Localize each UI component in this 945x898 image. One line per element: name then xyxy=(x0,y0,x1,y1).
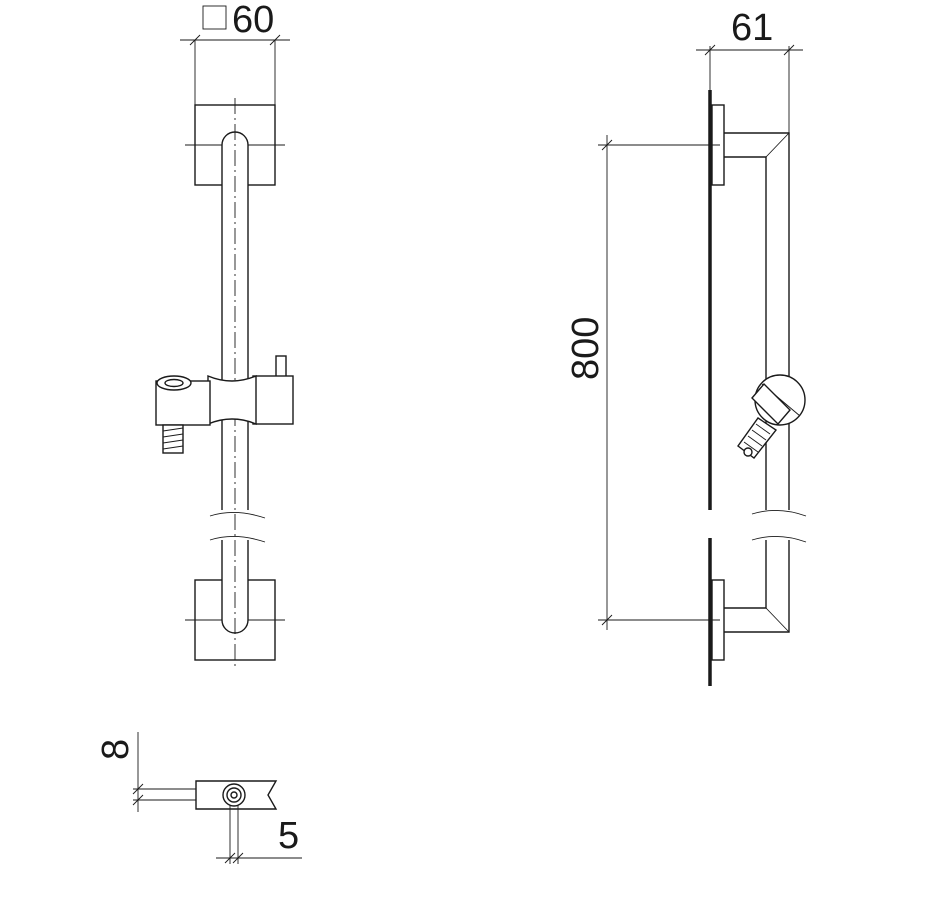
dimension-depth-side: 61 xyxy=(696,7,803,135)
break-marks-front xyxy=(209,512,266,543)
length-label: 800 xyxy=(565,317,607,380)
dimension-tilt-bottom: 5 xyxy=(216,806,302,864)
top-rosette-side xyxy=(711,104,725,186)
dimension-tilt-top: 8 xyxy=(95,732,196,812)
square-symbol-box xyxy=(202,5,227,30)
width-front-label: 60 xyxy=(232,0,274,41)
holder-top-view xyxy=(195,780,278,810)
break-marks-side xyxy=(751,510,807,543)
shower-holder-side xyxy=(737,374,806,459)
top-detail-view: 8 5 xyxy=(95,732,302,864)
dimension-width-front: 60 xyxy=(180,0,290,105)
depth-side-label: 61 xyxy=(731,7,773,49)
side-view: 61 800 xyxy=(565,7,807,686)
tilt-top-label: 8 xyxy=(95,739,137,760)
bottom-arm-side xyxy=(724,540,790,633)
front-view: 60 xyxy=(155,0,294,668)
tilt-bottom-label: 5 xyxy=(278,815,299,857)
shower-holder-front xyxy=(155,355,294,454)
dimension-length: 800 xyxy=(565,135,720,630)
bottom-rosette-side xyxy=(711,579,725,661)
